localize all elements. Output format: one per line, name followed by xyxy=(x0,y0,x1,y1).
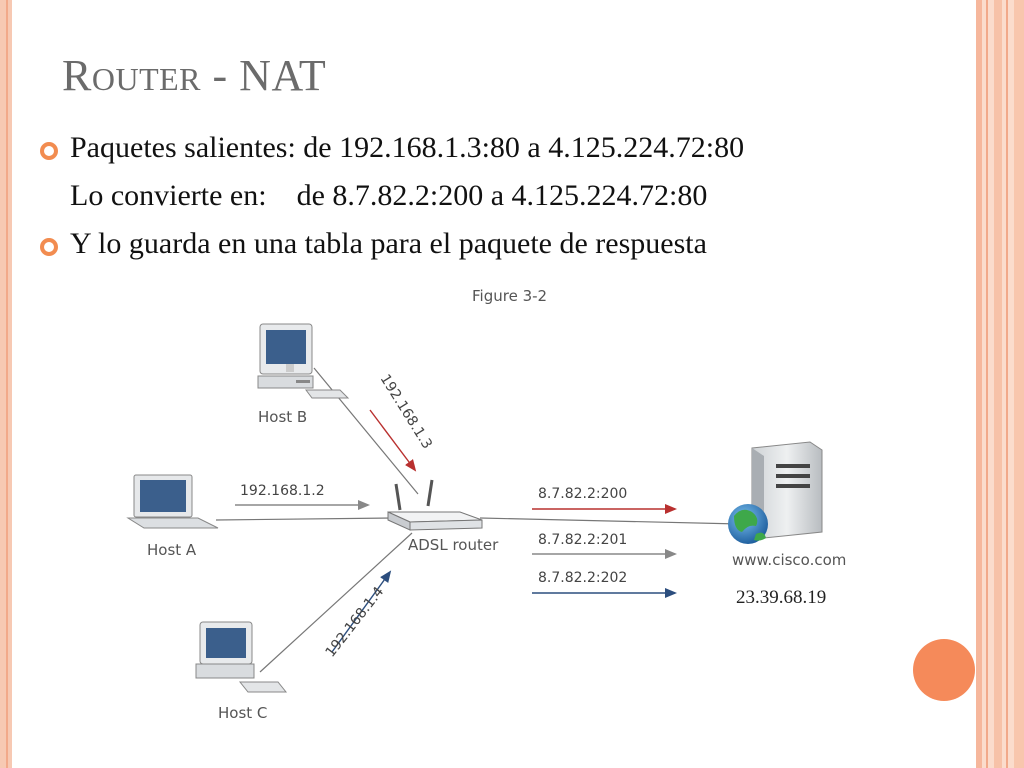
bullet-text-part2: de 8.7.82.2:200 a 4.125.224.72:80 xyxy=(296,179,708,212)
title-suffix: - NAT xyxy=(201,51,327,100)
right-border-decoration xyxy=(976,0,1024,768)
decorative-circle xyxy=(913,639,975,701)
slide-title: ROUTER - NAT xyxy=(62,50,326,101)
host-b-computer-icon xyxy=(257,323,350,399)
ip-label-host-b: 192.168.1.3 xyxy=(377,372,435,452)
bullet-text: Lo convierte en: de 8.7.82.2:200 a 4.125.… xyxy=(70,176,707,216)
host-b-label: Host B xyxy=(258,408,307,426)
bullet-item-2: Lo convierte en: de 8.7.82.2:200 a 4.125.… xyxy=(40,176,970,224)
title-rest: OUTER xyxy=(91,61,202,97)
bullet-list: Paquetes salientes: de 192.168.1.3:80 a … xyxy=(40,128,970,272)
bullet-text: Paquetes salientes: de 192.168.1.3:80 a … xyxy=(70,131,745,164)
bullet-ring-icon xyxy=(40,142,58,160)
router-label: ADSL router xyxy=(408,536,499,554)
port-label-202: 8.7.82.2:202 xyxy=(538,570,627,586)
server-name-label: www.cisco.com xyxy=(732,551,846,569)
link-host-b xyxy=(313,367,419,495)
port-label-201: 8.7.82.2:201 xyxy=(538,532,627,548)
nat-diagram: Figure 3-2 192.168.1.2 192.168.1.3 192.1… xyxy=(100,280,900,740)
link-server xyxy=(479,517,741,525)
bullet-item-1: Paquetes salientes: de 192.168.1.3:80 a … xyxy=(40,128,970,176)
link-host-a xyxy=(215,517,396,521)
globe-icon xyxy=(728,504,768,544)
ip-label-host-a: 192.168.1.2 xyxy=(240,483,325,499)
host-c-label: Host C xyxy=(218,704,267,722)
server-ip-label: 23.39.68.19 xyxy=(736,587,826,608)
host-c-computer-icon xyxy=(195,621,288,693)
bullet-text-part1: Lo convierte en: xyxy=(70,179,267,212)
left-border-decoration xyxy=(0,0,12,768)
diagram-svg: Figure 3-2 192.168.1.2 192.168.1.3 192.1… xyxy=(126,287,846,722)
adsl-router-icon xyxy=(387,479,483,531)
link-host-c xyxy=(259,532,413,673)
arrow-host-b xyxy=(369,409,417,472)
bullet-ring-icon xyxy=(40,238,58,256)
port-label-200: 8.7.82.2:200 xyxy=(538,486,627,502)
bullet-text: Y lo guarda en una tabla para el paquete… xyxy=(70,227,707,260)
title-initial: R xyxy=(62,51,92,100)
ip-label-host-c: 192.168.1.4 xyxy=(323,584,388,661)
figure-label: Figure 3-2 xyxy=(472,287,547,305)
host-a-label: Host A xyxy=(147,541,197,559)
host-a-laptop-icon xyxy=(126,474,219,529)
bullet-item-3: Y lo guarda en una tabla para el paquete… xyxy=(40,224,970,272)
arrow-host-c xyxy=(331,570,392,653)
